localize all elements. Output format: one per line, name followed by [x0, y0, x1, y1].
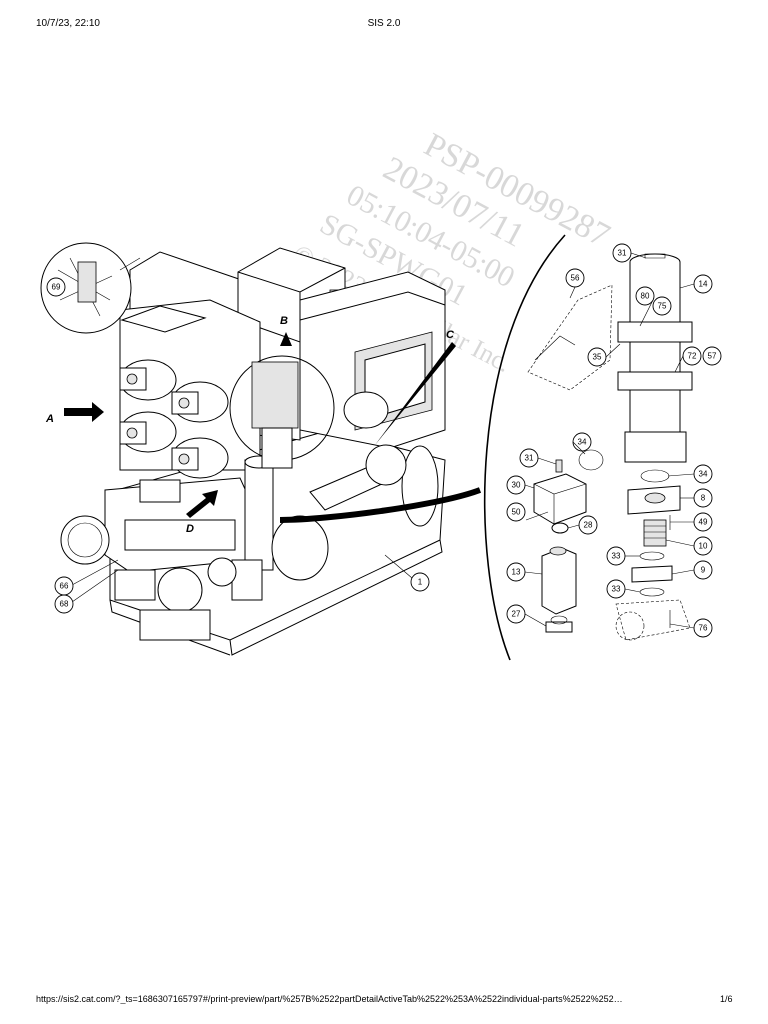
callout-14: 14	[693, 274, 713, 294]
callout-34-left: 34	[572, 432, 592, 452]
svg-text:34: 34	[699, 470, 708, 479]
callout-75: 75	[652, 296, 672, 316]
callout-31-left: 31	[519, 448, 539, 468]
svg-text:8: 8	[701, 494, 706, 503]
callout-30: 30	[506, 475, 526, 495]
print-datetime: 10/7/23, 22:10	[36, 18, 100, 29]
svg-text:10: 10	[699, 542, 708, 551]
svg-text:66: 66	[60, 582, 69, 591]
callout-56: 56	[565, 268, 585, 288]
callout-8: 8	[693, 488, 713, 508]
callout-80: 80	[635, 286, 655, 306]
svg-text:50: 50	[512, 508, 521, 517]
callout-31-top: 31	[612, 243, 632, 263]
print-page-title: SIS 2.0	[367, 18, 401, 29]
pump-group	[119, 359, 229, 479]
svg-text:69: 69	[52, 283, 61, 292]
svg-text:75: 75	[658, 302, 667, 311]
callout-27: 27	[506, 604, 526, 624]
svg-text:27: 27	[512, 610, 521, 619]
svg-text:76: 76	[699, 624, 708, 633]
svg-text:49: 49	[699, 518, 708, 527]
callout-28: 28	[578, 515, 598, 535]
callout-66: 66	[54, 576, 74, 596]
print-source-url: https://sis2.cat.com/?_ts=1686307165797#…	[36, 994, 623, 1004]
callout-72: 72	[682, 346, 702, 366]
callout-13: 13	[506, 562, 526, 582]
callout-68: 68	[54, 594, 74, 614]
view-letter-a: A	[45, 413, 54, 425]
svg-text:33: 33	[612, 552, 621, 561]
svg-text:14: 14	[699, 280, 708, 289]
callout-35: 35	[587, 347, 607, 367]
view-letter-b: B	[280, 315, 288, 327]
callout-76: 76	[693, 618, 713, 638]
svg-text:1: 1	[418, 578, 423, 587]
main-assembly-drawing	[40, 242, 482, 656]
svg-text:35: 35	[593, 353, 602, 362]
callout-33-upper: 33	[606, 546, 626, 566]
callout-9: 9	[693, 560, 713, 580]
svg-text:28: 28	[584, 521, 593, 530]
callout-1: 1	[410, 572, 430, 592]
svg-text:57: 57	[708, 352, 717, 361]
svg-text:31: 31	[525, 454, 534, 463]
callout-49: 49	[693, 512, 713, 532]
view-arrow-b	[280, 332, 292, 346]
svg-text:9: 9	[701, 566, 706, 575]
svg-text:72: 72	[688, 352, 697, 361]
callout-10: 10	[693, 536, 713, 556]
page-number: 1/6	[720, 994, 733, 1004]
callout-33-lower: 33	[606, 579, 626, 599]
svg-text:30: 30	[512, 481, 521, 490]
view-arrow-d	[186, 490, 218, 518]
svg-text:56: 56	[571, 274, 580, 283]
view-arrow-c	[375, 342, 456, 445]
callout-leaders	[524, 252, 695, 629]
svg-text:33: 33	[612, 585, 621, 594]
callout-69: 69	[46, 277, 66, 297]
view-letter-d: D	[186, 523, 194, 535]
callout-34-right: 34	[693, 464, 713, 484]
view-arrow-a	[64, 402, 104, 422]
callout-50: 50	[506, 502, 526, 522]
svg-text:13: 13	[512, 568, 521, 577]
svg-text:31: 31	[618, 249, 627, 258]
callout-57: 57	[702, 346, 722, 366]
view-letter-c: C	[446, 329, 455, 341]
svg-text:68: 68	[60, 600, 69, 609]
svg-text:34: 34	[578, 438, 587, 447]
svg-text:80: 80	[641, 292, 650, 301]
